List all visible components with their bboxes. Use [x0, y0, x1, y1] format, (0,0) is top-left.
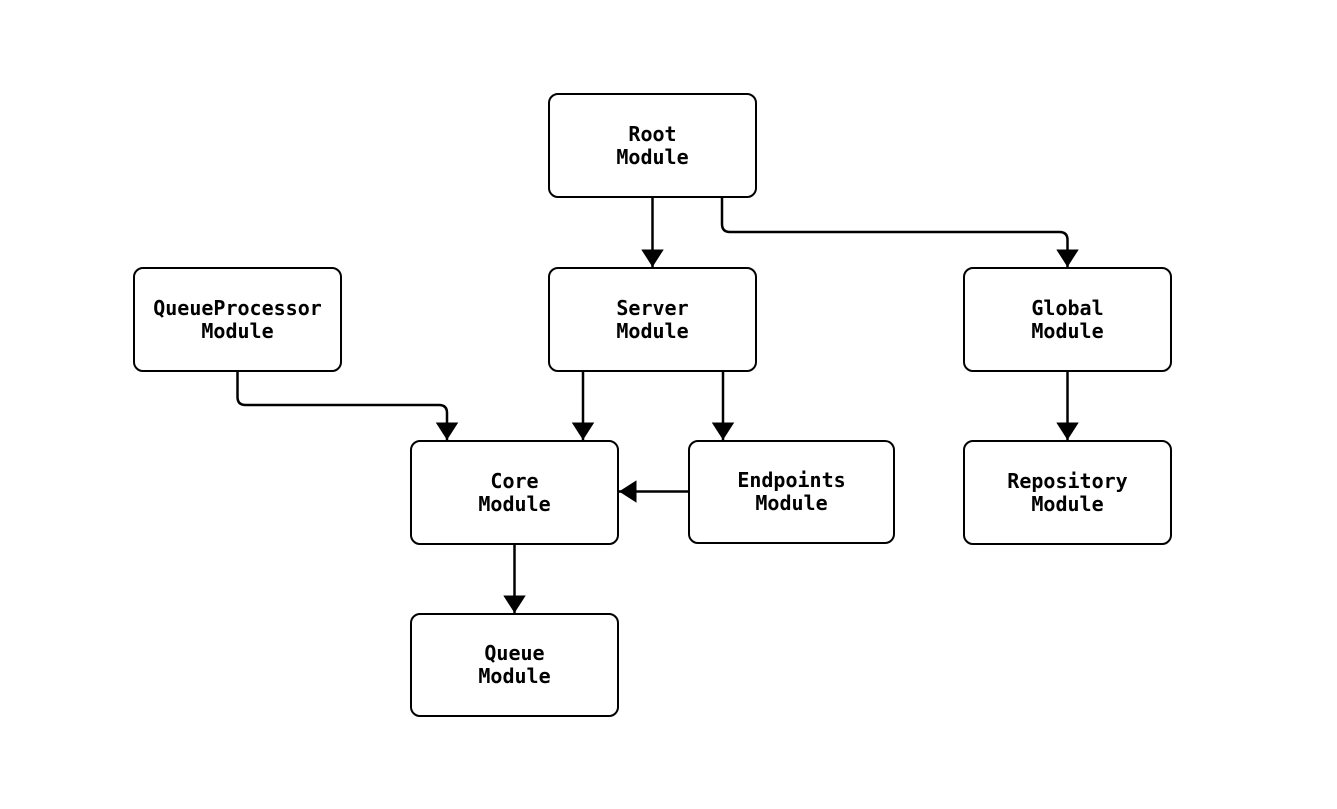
node-server-module: Server Module	[548, 267, 757, 372]
node-label: Module	[478, 664, 551, 688]
node-queue-module: Queue Module	[410, 613, 619, 717]
node-label: Module	[616, 144, 689, 169]
node-label: Core	[490, 468, 539, 493]
node-endpoints-module: Endpoints Module	[688, 440, 895, 544]
node-label: QueueProcessor	[153, 295, 322, 320]
node-label: Module	[478, 491, 551, 516]
node-label: Queue	[484, 641, 545, 665]
node-label: Module	[1031, 491, 1104, 516]
node-repository-module: Repository Module	[963, 440, 1172, 545]
node-label: Module	[1031, 318, 1104, 343]
node-label: Root	[628, 121, 677, 146]
node-label: Module	[755, 491, 828, 515]
edge-queueprocessor-to-core	[236, 372, 459, 440]
node-label: Module	[616, 318, 689, 343]
node-label: Repository	[1007, 468, 1128, 493]
node-core-module: Core Module	[410, 440, 619, 545]
node-queueprocessor-module: QueueProcessor Module	[133, 267, 342, 372]
node-label: Global	[1031, 295, 1104, 320]
node-label: Server	[616, 295, 689, 320]
node-label: Module	[201, 318, 274, 343]
edge-root-to-global	[720, 198, 1079, 267]
node-label: Endpoints	[737, 468, 846, 492]
node-root-module: Root Module	[548, 93, 757, 198]
node-global-module: Global Module	[963, 267, 1172, 372]
